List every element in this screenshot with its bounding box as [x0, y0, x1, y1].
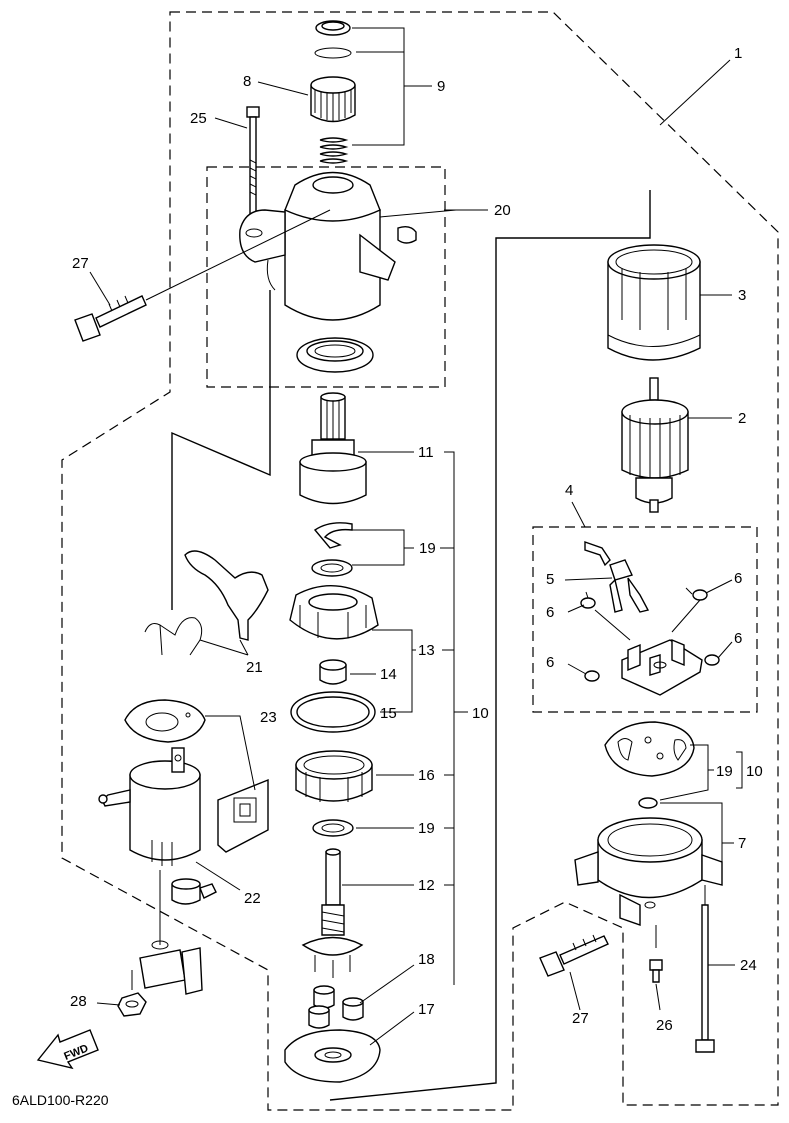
callout-28: 28 [70, 993, 87, 1010]
callout-12: 12 [418, 877, 435, 894]
callout-21: 21 [246, 659, 263, 676]
callout-24: 24 [740, 957, 757, 974]
callout-22: 22 [244, 890, 261, 907]
callout-23: 23 [260, 709, 277, 726]
bolt-25 [246, 106, 260, 226]
callout-6-a: 6 [734, 570, 742, 587]
callout-10-group: 10 [472, 705, 489, 722]
callout-2: 2 [738, 410, 746, 427]
callout-13: 13 [418, 642, 435, 659]
solenoid-cover-23 [217, 778, 269, 853]
front-housing-20 [239, 171, 417, 321]
callout-19-mid: 19 [418, 820, 435, 837]
planetary-shaft-12 [301, 848, 364, 978]
callout-8: 8 [243, 73, 251, 90]
screw-26 [649, 925, 663, 983]
callout-1: 1 [734, 45, 742, 62]
bearing [296, 337, 374, 373]
through-bolt-24 [695, 885, 715, 1053]
washer-19 [312, 819, 354, 837]
callout-6-d: 6 [546, 654, 554, 671]
shift-fork-21 [144, 550, 269, 656]
end-plate-19 [604, 721, 695, 777]
callout-20: 20 [494, 202, 511, 219]
callout-19-right: 19 [716, 763, 733, 780]
bolt-27-right [539, 934, 609, 977]
fwd-arrow-icon: FWD [36, 1029, 99, 1070]
gasket-23 [124, 699, 206, 743]
brush-holder-group-box [532, 526, 758, 713]
callout-19-upper: 19 [419, 540, 436, 557]
clutch-shaft-11 [299, 392, 367, 505]
callout-25: 25 [190, 110, 207, 127]
plate-17 [284, 1029, 381, 1083]
callout-16: 16 [418, 767, 435, 784]
callout-5: 5 [546, 571, 554, 588]
callout-11: 11 [418, 444, 434, 461]
callout-27-left: 27 [72, 255, 89, 272]
assembly-outline [61, 11, 779, 1111]
yoke-3 [607, 244, 701, 361]
figure-code: 6ALD100-R220 [12, 1092, 109, 1108]
callout-6-b: 6 [546, 604, 554, 621]
solenoid-22 [98, 747, 217, 905]
bushing-14 [319, 659, 347, 685]
brush-spring-6a [580, 591, 596, 609]
brush-spring-6d [584, 670, 600, 682]
washer-19-right [638, 797, 658, 809]
housing-group-box [206, 166, 446, 388]
callout-15: 15 [380, 705, 397, 722]
brush-spring-6b [685, 587, 708, 601]
lead-harness [139, 870, 203, 995]
callout-4: 4 [565, 482, 573, 499]
armature-2 [621, 377, 689, 513]
brush-5 [584, 541, 650, 613]
brush-plate [621, 638, 703, 696]
seal-15 [290, 691, 376, 733]
callout-7: 7 [738, 835, 746, 852]
callout-26: 26 [656, 1017, 673, 1034]
snap-ring-19 [311, 522, 353, 577]
callout-17: 17 [418, 1001, 435, 1018]
pinion-assembly [310, 20, 356, 164]
gear-carrier-13 [289, 585, 379, 640]
callout-9: 9 [437, 78, 445, 95]
internal-gear-16 [295, 750, 373, 802]
rear-cover-7 [574, 817, 723, 926]
callout-9-bracket [352, 27, 432, 146]
callout-6-c: 6 [734, 630, 742, 647]
group-10-boundary [329, 190, 651, 1101]
callout-3: 3 [738, 287, 746, 304]
callout-18: 18 [418, 951, 435, 968]
planet-gears-18 [308, 985, 364, 1029]
callout-14: 14 [380, 666, 397, 683]
callout-10-right: 10 [746, 763, 763, 780]
nut-28 [117, 970, 147, 1017]
part-21-boundary [171, 290, 271, 610]
bolt-27-left [74, 209, 331, 342]
brush-spring-6c [704, 654, 720, 666]
callout-27-right: 27 [572, 1010, 589, 1027]
